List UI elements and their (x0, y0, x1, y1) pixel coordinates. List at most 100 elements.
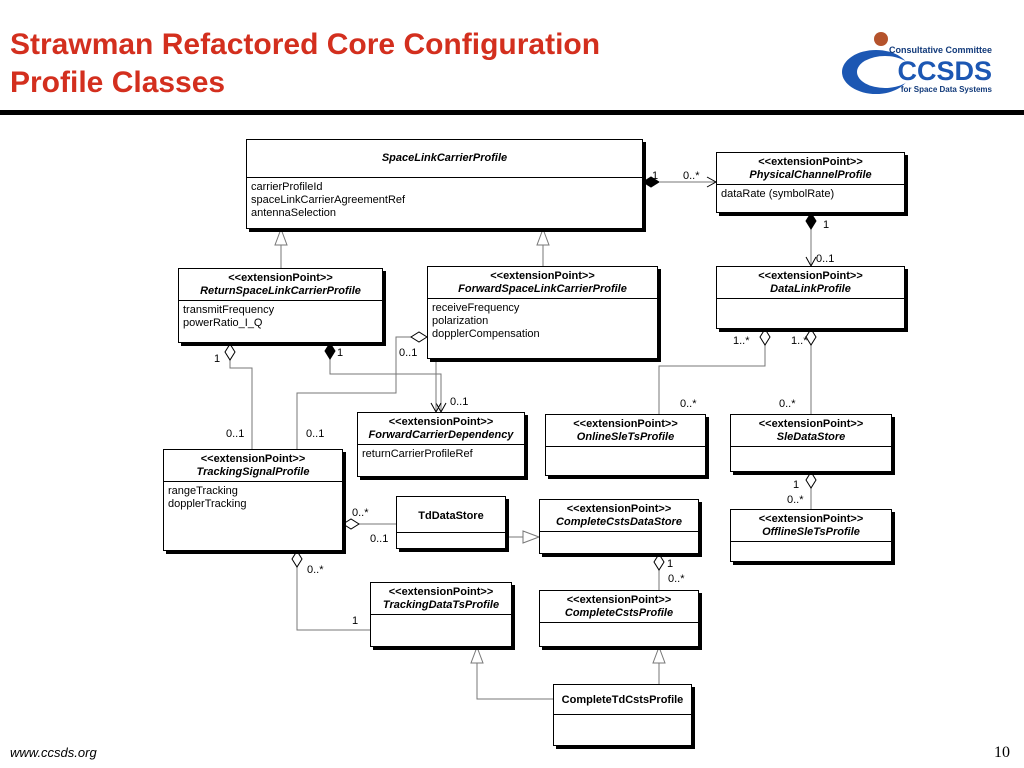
class-name: OfflineSleTsProfile (762, 526, 860, 538)
class-name: SpaceLinkCarrierProfile (381, 152, 508, 164)
class-forwardcarrierdependency: <<extensionPoint>>ForwardCarrierDependen… (357, 412, 525, 477)
page-number: 10 (994, 744, 1010, 761)
class-name: CompleteTdCstsProfile (561, 694, 684, 706)
class-offlineslets-profile: <<extensionPoint>>OfflineSleTsProfile (730, 509, 892, 562)
class-completecstsdatastore: <<extensionPoint>>CompleteCstsDataStore (539, 499, 699, 554)
comp-diamond-physical (805, 212, 817, 230)
attr-transmitfrequency: transmitFrequency (183, 304, 275, 316)
class-onlineslets-profile: <<extensionPoint>>OnlineSleTsProfile (545, 414, 706, 476)
attr-carrierprofileid: carrierProfileId (251, 181, 323, 193)
multiplicity-label: 1 (652, 170, 659, 182)
agg-forwardslc-tracking (296, 336, 411, 449)
class-name: ForwardSpaceLinkCarrierProfile (458, 283, 627, 295)
class-sledatastore: <<extensionPoint>>SleDataStore (730, 414, 892, 472)
agg-returnslc-tracking (229, 360, 253, 449)
agg-diamond-sledatastore (805, 471, 817, 489)
gen-triangle-cstsprofile (652, 645, 666, 664)
class-name: TrackingSignalProfile (196, 466, 310, 478)
footer-url: www.ccsds.org (10, 745, 97, 760)
agg-diamond-forwardslc (410, 331, 428, 343)
comp-forwardslc-fwddep (427, 351, 442, 414)
agg-diamond-returnslc (224, 343, 236, 361)
class-completecstsprofile: <<extensionPoint>>CompleteCstsProfile (539, 590, 699, 647)
multiplicity-label: 0..1 (450, 396, 469, 408)
class-physicalchannelprofile: <<extensionPoint>>PhysicalChannelProfile… (716, 152, 905, 213)
attr-polarization: polarization (432, 315, 489, 327)
multiplicity-label: 1 (823, 219, 830, 231)
stereotype: <<extensionPoint>> (388, 586, 494, 598)
gen-triangle-trackingdata (470, 645, 484, 664)
comp-diamond-spacelink (642, 176, 660, 188)
class-returnspacelinkcarrierprofile: <<extensionPoint>>ReturnSpaceLinkCarrier… (178, 268, 383, 343)
multiplicity-label: 0..* (307, 564, 324, 576)
title-divider (0, 110, 1024, 115)
logo-wordmark: CCSDS (897, 56, 992, 86)
agg-diamond-cstsdatastore (653, 553, 665, 571)
class-tddatastore: TdDataStore (396, 496, 506, 549)
agg-tracking-trackingdata (296, 567, 370, 631)
logo-line-1: Consultative Committee (889, 45, 992, 55)
class-name: CompleteCstsDataStore (556, 516, 682, 528)
class-forwardspacelinkcarrierprofile: <<extensionPoint>>ForwardSpaceLinkCarrie… (427, 266, 658, 359)
class-trackingdatatsprofile: <<extensionPoint>>TrackingDataTsProfile (370, 582, 512, 647)
class-trackingsignalprofile: <<extensionPoint>>TrackingSignalProfile … (163, 449, 343, 551)
agg-diamond-datalink-2 (805, 328, 817, 346)
multiplicity-label: 0..1 (306, 428, 325, 440)
stereotype: <<extensionPoint>> (573, 418, 678, 430)
comp-returnslc-fwddep (329, 359, 447, 414)
class-name: TrackingDataTsProfile (382, 599, 500, 611)
logo-line-2: for Space Data Systems (901, 85, 993, 94)
slide-title-line-1: Strawman Refactored Core Configuration (10, 28, 601, 61)
multiplicity-label: 0..* (787, 494, 804, 506)
class-name: ForwardCarrierDependency (368, 429, 514, 441)
class-name: TdDataStore (418, 510, 484, 522)
gen-triangle-tddatastore (522, 530, 541, 544)
multiplicity-label: 0..* (779, 398, 796, 410)
attr-rangetracking: rangeTracking (168, 485, 238, 497)
multiplicity-label: 0..* (680, 398, 697, 410)
stereotype: <<extensionPoint>> (758, 418, 864, 430)
multiplicity-label: 1..* (733, 335, 750, 347)
class-datalinkprofile: <<extensionPoint>>DataLinkProfile (716, 266, 905, 329)
stereotype: <<extensionPoint>> (228, 272, 333, 284)
multiplicity-label: 1 (667, 558, 674, 570)
attr-powerratio: powerRatio_I_Q (183, 317, 263, 329)
stereotype: <<extensionPoint>> (388, 416, 494, 428)
class-completetdcstsprofile: CompleteTdCstsProfile (553, 684, 692, 746)
multiplicity-label: 1 (337, 347, 344, 359)
class-name: DataLinkProfile (770, 283, 851, 295)
multiplicity-label: 0..* (683, 170, 700, 182)
gen-triangle-returnslc (274, 227, 288, 246)
stereotype: <<extensionPoint>> (566, 594, 672, 606)
class-spacelinkcarrierprofile: SpaceLinkCarrierProfile carrierProfileId… (246, 139, 643, 229)
stereotype: <<extensionPoint>> (566, 503, 672, 515)
class-name: PhysicalChannelProfile (749, 169, 872, 181)
multiplicity-label: 1 (793, 479, 800, 491)
stereotype: <<extensionPoint>> (758, 513, 864, 525)
multiplicity-label: 0..1 (816, 253, 835, 265)
gen-tdcsts-trackingdata (476, 663, 553, 700)
agg-diamond-tracking-tdp (291, 550, 303, 568)
multiplicity-label: 0..* (352, 507, 369, 519)
attr-datarate: dataRate (symbolRate) (721, 188, 835, 200)
multiplicity-label: 0..1 (399, 347, 418, 359)
attr-spacelinkcarrieragreementref: spaceLinkCarrierAgreementRef (251, 194, 406, 206)
attr-antennaselection: antennaSelection (251, 207, 337, 219)
multiplicity-label: 0..1 (226, 428, 245, 440)
gen-triangle-forwardslc (536, 227, 550, 246)
multiplicity-label: 1..* (791, 335, 808, 347)
slide-title-line-2: Profile Classes (10, 66, 226, 99)
comp-diamond-returnslc (324, 342, 336, 360)
class-name: ReturnSpaceLinkCarrierProfile (200, 285, 361, 297)
attr-dopplertracking: dopplerTracking (168, 498, 247, 510)
stereotype: <<extensionPoint>> (200, 453, 306, 465)
attr-dopplercompensation: dopplerCompensation (432, 328, 540, 340)
multiplicity-label: 0..1 (370, 533, 389, 545)
multiplicity-label: 1 (214, 353, 221, 365)
ccsds-logo: Consultative Committee CCSDS for Space D… (842, 32, 993, 94)
attr-receivefrequency: receiveFrequency (432, 302, 520, 314)
slide-title: Strawman Refactored Core Configuration P… (10, 26, 810, 102)
stereotype: <<extensionPoint>> (758, 156, 863, 168)
agg-datalink-online (658, 345, 766, 414)
